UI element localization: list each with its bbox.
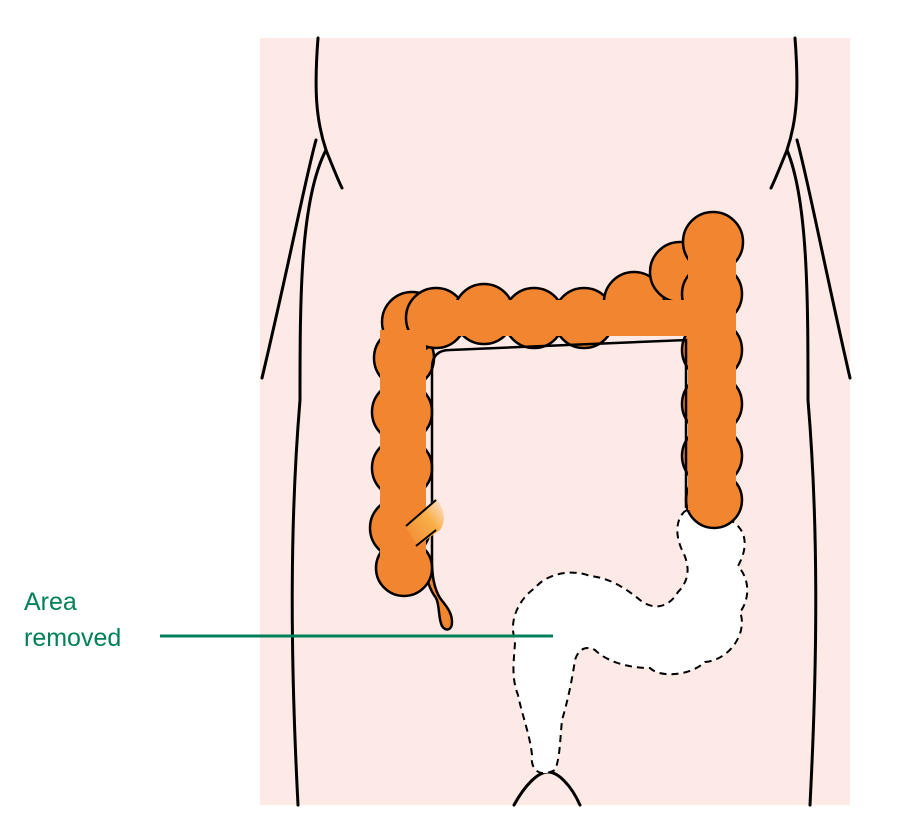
ileum-line-2 [415,529,437,547]
colon-inner-edge [430,338,688,560]
label-line-1: Area [24,588,77,616]
ileum-stub [406,498,444,546]
area-removed-label: Area removed [24,584,121,656]
removed-area [511,506,749,775]
ileum-line [405,499,437,527]
label-line-2: removed [24,624,122,652]
